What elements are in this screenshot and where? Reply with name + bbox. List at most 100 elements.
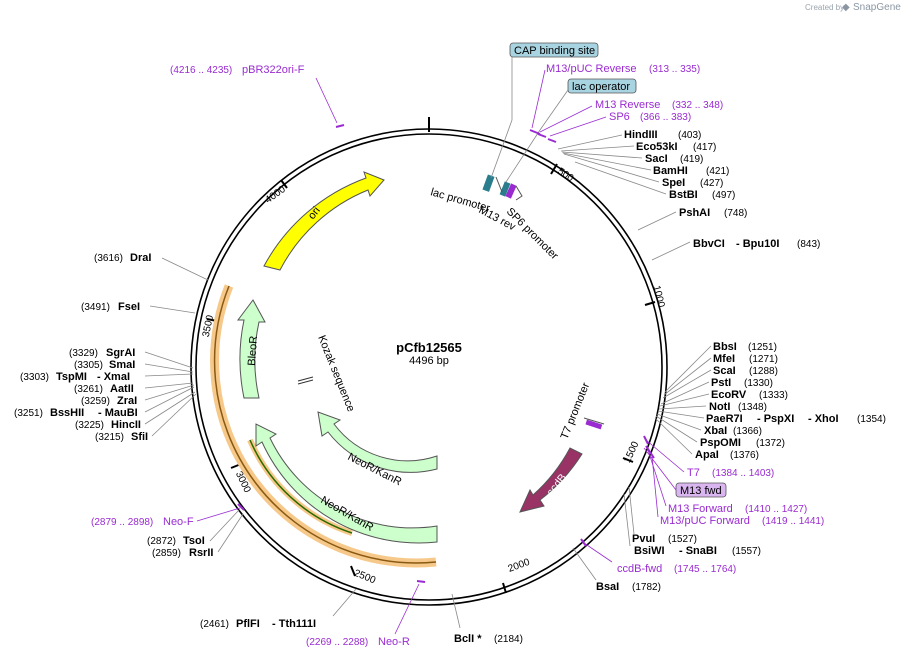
hincii-name[interactable]: HincII (111, 419, 141, 431)
m13-forward-leader (647, 449, 667, 507)
apai-leader (654, 417, 693, 455)
tick-label-1500: 1500 (622, 440, 642, 465)
plasmid-length: 4496 bp (409, 355, 449, 367)
bbsi-pos: (1251) (748, 342, 777, 353)
ccdB-arrow-shape (519, 447, 583, 513)
bamhi-name[interactable]: BamHI (653, 165, 688, 177)
tsoi-leader (209, 509, 240, 542)
hindiii-name[interactable]: HindIII (624, 129, 658, 141)
tsoi-name[interactable]: TsoI (183, 535, 205, 547)
m13-fwd-box-label: M13 fwd (680, 485, 722, 497)
xbai-name[interactable]: XbaI (704, 425, 727, 437)
hindiii-leader (557, 134, 623, 150)
cap-box-bg (509, 42, 599, 58)
feature-neor-kanr-1[interactable]: NeoR/KanR (317, 411, 438, 488)
primer-neo-f[interactable]: (2879 .. 2898) Neo-F (91, 503, 245, 528)
snabi-name[interactable]: - SnaBI (679, 545, 717, 557)
xhoi-name[interactable]: - XhoI (808, 413, 839, 425)
tick-2000 (502, 582, 507, 594)
feature-ccdB[interactable]: ccdB (519, 447, 583, 513)
neo-r-name: Neo-R (378, 636, 410, 648)
apai-name[interactable]: ApaI (695, 449, 719, 461)
xmai-name[interactable]: - XmaI (97, 371, 130, 383)
primer-pbr322ori-f[interactable]: (4216 .. 4235) pBR322ori-F (170, 64, 345, 128)
primer-t7[interactable]: T7 (1384 .. 1403) (643, 435, 774, 479)
tth111i-name[interactable]: - Tth111I (272, 618, 316, 630)
scai-name[interactable]: ScaI (713, 365, 736, 377)
pvui-pos: (1527) (668, 534, 697, 545)
psti-name[interactable]: PstI (711, 377, 731, 389)
bsshii-pos: (3251) (14, 408, 43, 419)
feature-neo-track[interactable] (210, 284, 437, 568)
tspmi-name[interactable]: TspMI (56, 371, 87, 383)
tsoi-pos: (2872) (147, 536, 176, 547)
pspomi-name[interactable]: PspOMI (700, 437, 741, 449)
lac-operator-leader (539, 89, 569, 131)
lac-operator-box[interactable]: lac operator (505, 78, 637, 183)
pshai-name[interactable]: PshAI (679, 207, 710, 219)
drai-name[interactable]: DraI (130, 252, 151, 264)
primer-m13-forward[interactable]: M13 Forward (1410 .. 1427) (645, 445, 807, 515)
neo-r-leader (394, 583, 420, 635)
tick-label-1000: 1000 (650, 284, 666, 309)
sfii-name[interactable]: SfiI (131, 431, 148, 443)
saci-leader (561, 151, 643, 159)
xbai-pos: (1366) (733, 426, 762, 437)
ecorv-name[interactable]: EcoRV (711, 389, 747, 401)
feature-ori[interactable]: ori (263, 171, 385, 271)
pvui-name[interactable]: PvuI (632, 533, 655, 545)
sgrai-name[interactable]: SgrAI (106, 347, 135, 359)
bbvci-name[interactable]: BbvCI (693, 238, 725, 250)
feature-bleor[interactable]: BleoR (237, 299, 266, 399)
primer-m13-puc-forward[interactable]: M13/pUC Forward (1419 .. 1441) (649, 451, 824, 527)
saci-name[interactable]: SacI (645, 153, 668, 165)
pflfi-name[interactable]: PflFI (236, 618, 260, 630)
noti-name[interactable]: NotI (709, 401, 730, 413)
m13-puc-reverse-leader (531, 69, 546, 129)
cap-binding-site-box[interactable]: CAP binding site (490, 42, 599, 179)
bbsi-name[interactable]: BbsI (713, 341, 737, 353)
primer-sp6[interactable]: SP6 (366 .. 383) (547, 111, 691, 143)
mfei-name[interactable]: MfeI (713, 353, 735, 365)
bsshii-name[interactable]: BssHII (50, 407, 84, 419)
neo-f-mark (237, 503, 245, 511)
primer-ccdb-fwd[interactable]: ccdB-fwd (1745 .. 1764) (580, 538, 736, 575)
pspxi-name[interactable]: - PspXI (757, 413, 794, 425)
primer-m13-reverse[interactable]: M13 Reverse (332 .. 348) (537, 99, 723, 138)
aatii-name[interactable]: AatII (110, 383, 134, 395)
bsiwi-name[interactable]: BsiWI (634, 545, 665, 557)
paer7i-name[interactable]: PaeR7I (706, 413, 743, 425)
fsei-name[interactable]: FseI (118, 301, 140, 313)
bbvci-leader (651, 241, 691, 261)
m13-fwd-leader (643, 447, 677, 491)
bcli-leader (451, 593, 461, 629)
rsrii-name[interactable]: RsrII (189, 547, 213, 559)
sp6-mark (547, 138, 557, 143)
spei-name[interactable]: SpeI (662, 177, 685, 189)
tick-1500 (622, 457, 634, 463)
maubi-name[interactable]: - MauBI (98, 407, 138, 419)
hincii-leader (144, 391, 196, 425)
pbr322ori-f-name: pBR322ori-F (242, 64, 305, 76)
scai-leader (662, 369, 712, 399)
tick-label-4000: 4000 (263, 184, 288, 206)
neo-f-range: (2879 .. 2898) (91, 517, 153, 528)
ccdb-fwd-range: (1745 .. 1764) (674, 564, 736, 575)
tick-label-500: 500 (555, 166, 575, 185)
bsai-name[interactable]: BsaI (596, 581, 619, 593)
bstbi-name[interactable]: BstBI (669, 189, 698, 201)
eco53ki-name[interactable]: Eco53kI (636, 141, 678, 153)
bpu10i-name[interactable]: - Bpu10I (736, 238, 779, 250)
primer-neo-r[interactable]: (2269 .. 2288) Neo-R (306, 580, 426, 648)
cap-site-mark (482, 174, 495, 192)
sp6-promoter-mark (515, 185, 523, 201)
primer-m13-puc-reverse[interactable]: M13/pUC Reverse (313 .. 335) (529, 63, 700, 135)
zrai-name[interactable]: ZraI (117, 395, 137, 407)
cap-leader-2 (490, 119, 513, 179)
hindiii-pos: (403) (678, 130, 701, 141)
lac-promoter-mark (495, 176, 503, 193)
t7-primer-mark (585, 419, 603, 430)
bcli-name[interactable]: BclI * (454, 633, 482, 645)
pspomi-pos: (1372) (756, 438, 785, 449)
smai-name[interactable]: SmaI (109, 359, 135, 371)
